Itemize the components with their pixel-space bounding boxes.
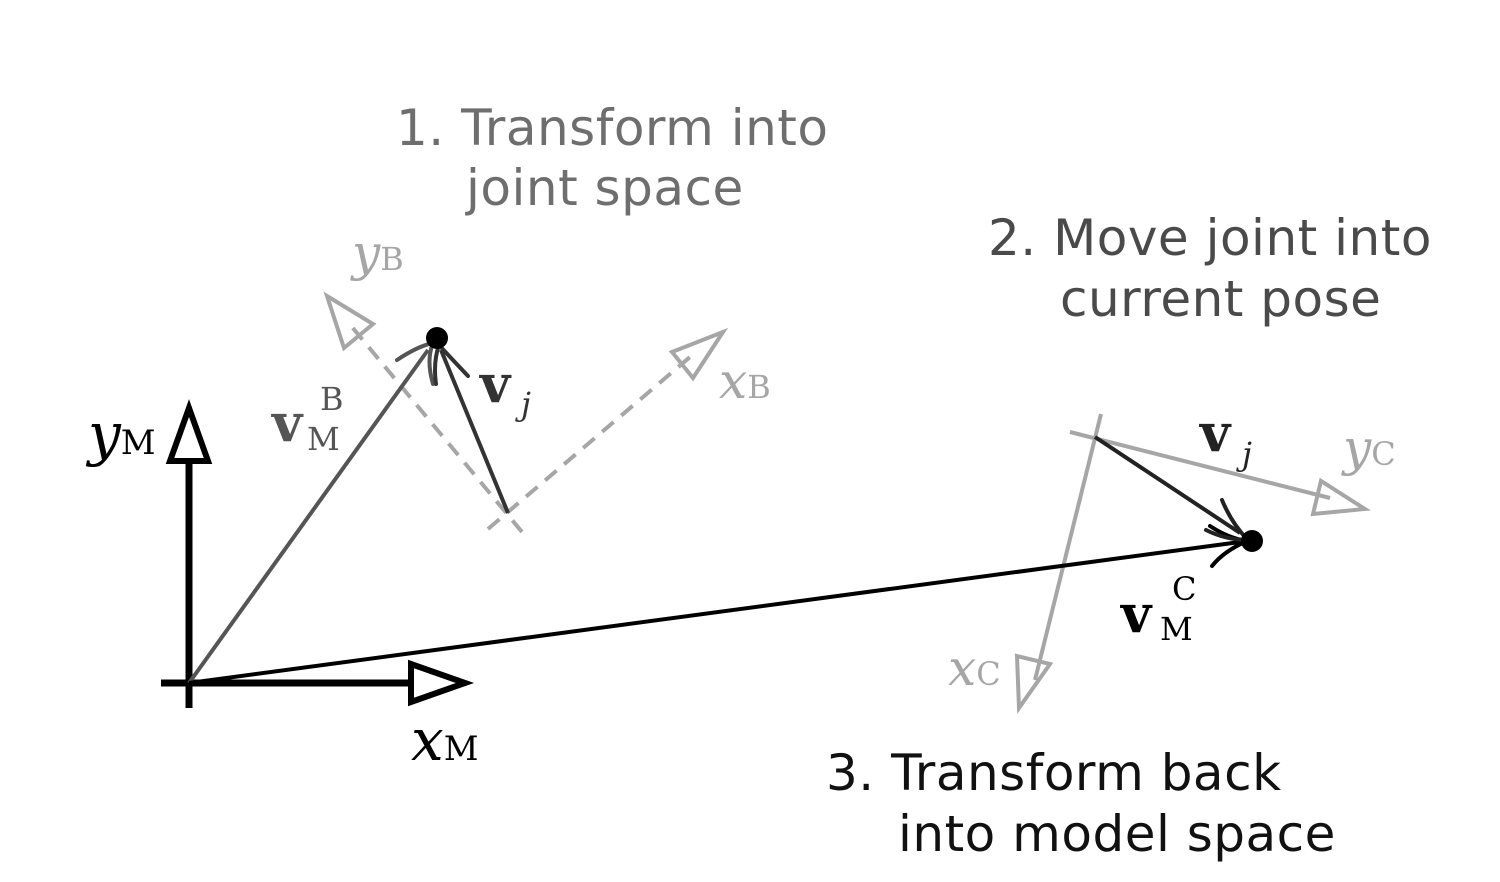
vector-v-j-current-sub: j xyxy=(1236,435,1252,473)
step-2-line-1: 2. Move joint into xyxy=(988,209,1432,267)
bind-joint-frame: yB xB xyxy=(323,224,771,534)
vector-v-m-b-line xyxy=(187,348,430,685)
model-frame: yM xM xyxy=(85,399,479,774)
step-3-line-2: into model space xyxy=(898,805,1336,863)
current-y-axis-line xyxy=(1069,430,1331,500)
step-2-caption: 2. Move joint into current pose xyxy=(988,209,1432,328)
vector-v-m-b-label: v xyxy=(271,393,304,454)
vector-v-m-c-sup: C xyxy=(1172,570,1196,608)
bind-x-axis-line xyxy=(486,355,692,531)
step-2-line-2: current pose xyxy=(1060,270,1381,328)
vector-v-m-b-sup: B xyxy=(320,380,344,418)
vector-v-m-b-arrowhead-icon xyxy=(395,340,437,386)
vector-v-m-c-line xyxy=(188,540,1241,685)
vector-v-j-bind-sub: j xyxy=(515,385,531,423)
current-x-axis-line xyxy=(1033,413,1103,681)
bind-y-axis-line xyxy=(350,325,524,534)
vector-v-m-c-sub: M xyxy=(1160,610,1193,648)
vector-v-m-b-sub: M xyxy=(307,420,340,458)
vector-v-m-c-label: v xyxy=(1120,584,1153,645)
vector-v-j-current-label: v xyxy=(1199,403,1232,464)
bind-x-axis-label: xB xyxy=(719,352,771,410)
vector-v-j-bind-label: v xyxy=(479,354,512,415)
step-1-line-2: joint space xyxy=(465,159,744,217)
vector-v-j-current-line xyxy=(1093,435,1242,535)
current-x-axis-label: xC xyxy=(948,639,1001,697)
bind-y-arrowhead-icon xyxy=(323,291,377,352)
model-x-axis-label: xM xyxy=(411,706,479,774)
bind-x-arrowhead-icon xyxy=(668,327,729,382)
model-x-arrowhead-icon xyxy=(408,659,475,707)
current-y-arrowhead-icon xyxy=(1310,477,1371,517)
step-1-caption: 1. Transform into joint space xyxy=(396,99,828,217)
step-1-line-1: 1. Transform into xyxy=(396,99,828,157)
step-3-caption: 3. Transform back into model space xyxy=(826,744,1336,863)
current-point-dot xyxy=(1241,530,1263,552)
step-3-line-1: 3. Transform back xyxy=(826,744,1282,802)
model-y-arrowhead-icon xyxy=(165,399,213,464)
current-x-arrowhead-icon xyxy=(1014,653,1054,714)
bind-y-axis-label: yB xyxy=(350,224,404,282)
bind-point-dot xyxy=(426,327,448,349)
current-joint-frame: xC yC xyxy=(948,413,1396,714)
model-y-axis-label: yM xyxy=(85,400,156,468)
vector-v-j-bind-line xyxy=(439,349,510,514)
vector-v-m-c: v M C xyxy=(188,524,1255,685)
vector-v-m-b: v M B xyxy=(187,340,437,685)
current-y-axis-label: yC xyxy=(1341,419,1396,477)
